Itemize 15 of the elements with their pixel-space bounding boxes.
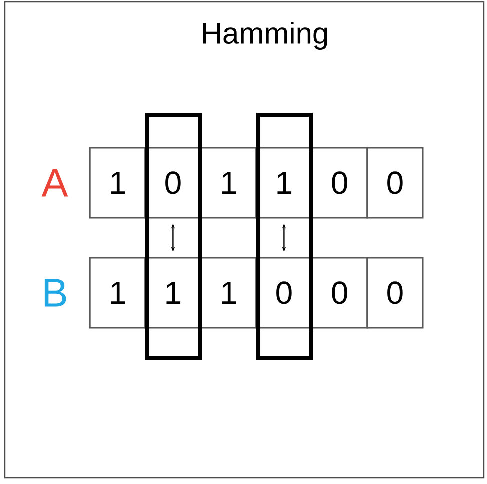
digit-cell: 0 — [311, 147, 368, 219]
digit-cell: 1 — [200, 147, 258, 219]
digit-cell: 1 — [89, 147, 146, 219]
row-label: A — [42, 169, 68, 197]
digit-cell: 0 — [366, 257, 424, 329]
digit-cell: 0 — [144, 147, 202, 219]
digit-cell: 0 — [256, 257, 313, 329]
row-label: B — [44, 279, 66, 307]
digit-cell: 1 — [144, 257, 202, 329]
digit-cell: 1 — [200, 257, 258, 329]
digit-cell: 0 — [366, 147, 424, 219]
digit-cell: 1 — [256, 147, 313, 219]
title: Hamming — [203, 22, 328, 50]
digit-cell: 0 — [311, 257, 368, 329]
digit-cell: 1 — [89, 257, 146, 329]
